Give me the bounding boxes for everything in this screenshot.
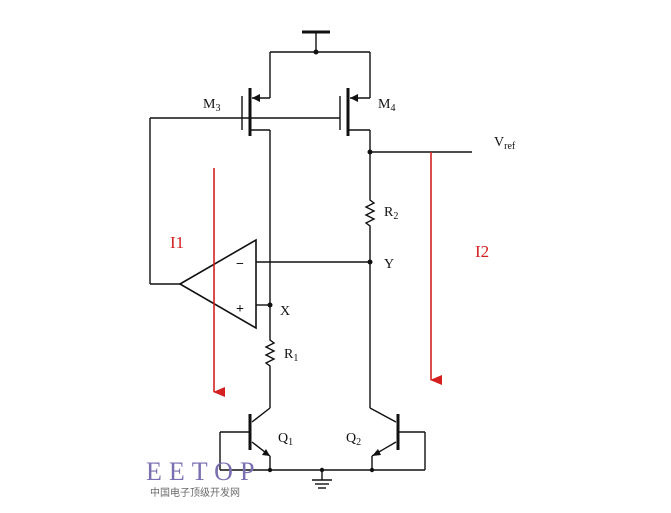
watermark-logo: EETOP <box>146 457 261 486</box>
label-q2: Q2 <box>346 431 361 448</box>
ground-symbol <box>312 470 332 489</box>
label-i1: I1 <box>170 233 184 252</box>
opamp: − + <box>178 238 257 330</box>
watermark-subtitle: 中国电子顶级开发网 <box>150 486 240 499</box>
label-r1: R1 <box>284 347 298 364</box>
transistor-q2 <box>369 407 426 470</box>
opamp-plus-sign: + <box>236 302 244 317</box>
label-q1: Q1 <box>278 431 293 448</box>
label-m4: M4 <box>378 97 395 114</box>
resistor-r2 <box>364 195 376 262</box>
label-x: X <box>280 304 290 319</box>
label-r2: R2 <box>384 205 398 222</box>
ground-dot-q1 <box>267 467 273 473</box>
transistor-m3 <box>241 52 271 142</box>
vdd-supply-symbol <box>270 30 370 55</box>
label-y: Y <box>384 257 394 272</box>
resistor-r1 <box>264 335 276 400</box>
transistor-q1 <box>219 400 271 470</box>
transistor-m4 <box>339 52 371 152</box>
opamp-minus-sign: − <box>236 257 244 272</box>
label-vref: Vref <box>494 135 516 152</box>
label-i2: I2 <box>475 242 489 261</box>
ground-dot-q2 <box>369 467 375 473</box>
label-m3: M3 <box>203 97 220 114</box>
